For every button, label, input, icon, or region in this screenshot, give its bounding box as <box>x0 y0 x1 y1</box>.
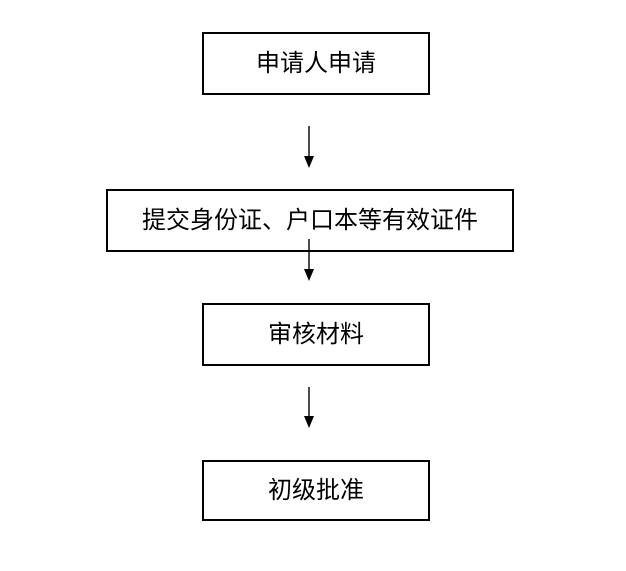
flow-node-label: 提交身份证、户口本等有效证件 <box>142 207 478 234</box>
flow-arrow-2 <box>304 239 314 281</box>
flow-arrow-1 <box>304 126 314 168</box>
flow-node-initial-approval: 初级批准 <box>202 460 430 521</box>
flow-node-label: 初级批准 <box>268 477 364 504</box>
flow-node-submit-documents: 提交身份证、户口本等有效证件 <box>106 189 514 252</box>
flow-arrow-3 <box>304 387 314 428</box>
flow-node-applicant-application: 申请人申请 <box>202 32 430 95</box>
flow-node-label: 申请人申请 <box>256 50 376 77</box>
flow-node-label: 审核材料 <box>268 321 364 348</box>
flow-node-review-materials: 审核材料 <box>202 303 430 366</box>
